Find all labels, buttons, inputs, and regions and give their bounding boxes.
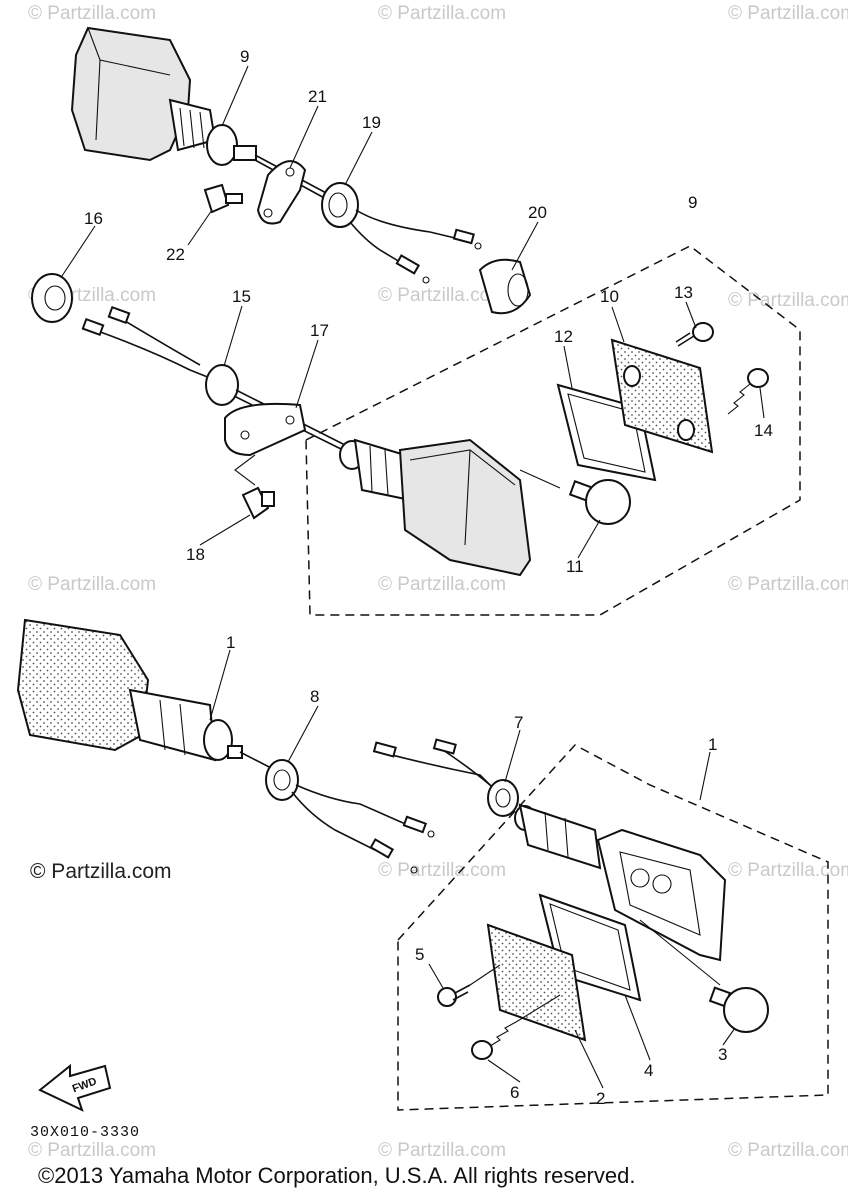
callout-16: 16 [84,209,103,228]
screw-14 [727,368,769,415]
callout-19: 19 [362,113,381,132]
bulb-11 [568,479,631,525]
callout-9: 9 [240,47,249,66]
callout-4: 4 [644,1061,653,1080]
watermark: © Partzilla.com [378,860,507,881]
bolt-18 [234,454,275,520]
callout-1: 1 [226,633,235,652]
watermark: © Partzilla.com [378,3,507,24]
screw-13 [675,322,714,347]
watermark: © Partzilla.com [28,574,157,595]
callout-15: 15 [232,287,251,306]
bolt-22 [203,183,243,214]
lens-10 [610,338,714,454]
callout-22: 22 [166,245,185,264]
watermark: © Partzilla.com [728,3,848,24]
fwd-arrow-icon: FWD [38,1063,112,1112]
grommet-16 [31,273,73,323]
watermark: © Partzilla.com [728,1140,848,1161]
callout-12: 12 [554,327,573,346]
bracket-21 [256,160,307,225]
callout-5: 5 [415,945,424,964]
turn-signal-top [70,26,331,201]
callouts: 9 21 19 22 20 9 16 15 17 12 10 13 14 11 … [84,47,773,1108]
turn-signal-mid [339,438,532,577]
screw-5 [437,984,471,1007]
diagram-code: 30X010-3330 [30,1124,141,1141]
callout-21: 21 [308,87,327,106]
bulb-3 [708,986,769,1033]
callout-17: 17 [310,321,329,340]
callout-20: 20 [528,203,547,222]
watermark: © Partzilla.com [378,574,507,595]
callout-10: 10 [600,287,619,306]
callout-18: 18 [186,545,205,564]
watermark: © Partzilla.com [728,860,848,881]
turn-signal-lower-left [16,618,276,771]
copyright-notice: ©2013 Yamaha Motor Corporation, U.S.A. A… [38,1163,636,1188]
watermark: © Partzilla.com [378,1140,507,1161]
callout-7: 7 [514,713,523,732]
callout-6: 6 [510,1083,519,1102]
grommet-20 [478,258,532,315]
callout-14: 14 [754,421,773,440]
callout-8: 8 [310,687,319,706]
grommet-19 [321,182,482,284]
watermark: © Partzilla.com [28,3,157,24]
grommet-8 [265,759,435,874]
bracket-17 [224,402,307,457]
callout-3: 3 [718,1045,727,1064]
callout-1: 1 [708,735,717,754]
partzilla-credit: © Partzilla.com [30,860,172,883]
leader-lines [61,65,765,1089]
wires-7 [372,738,519,817]
callout-2: 2 [596,1089,605,1108]
watermark: © Partzilla.com [728,290,848,311]
watermark: © Partzilla.com [728,574,848,595]
lens-2 [486,923,587,1042]
watermark: © Partzilla.com [378,285,507,306]
callout-9: 9 [688,193,697,212]
watermark: © Partzilla.com [28,1140,157,1161]
screw-6 [471,1021,517,1060]
turn-signal-lower-right [514,803,727,962]
callout-13: 13 [674,283,693,302]
callout-11: 11 [566,557,584,576]
